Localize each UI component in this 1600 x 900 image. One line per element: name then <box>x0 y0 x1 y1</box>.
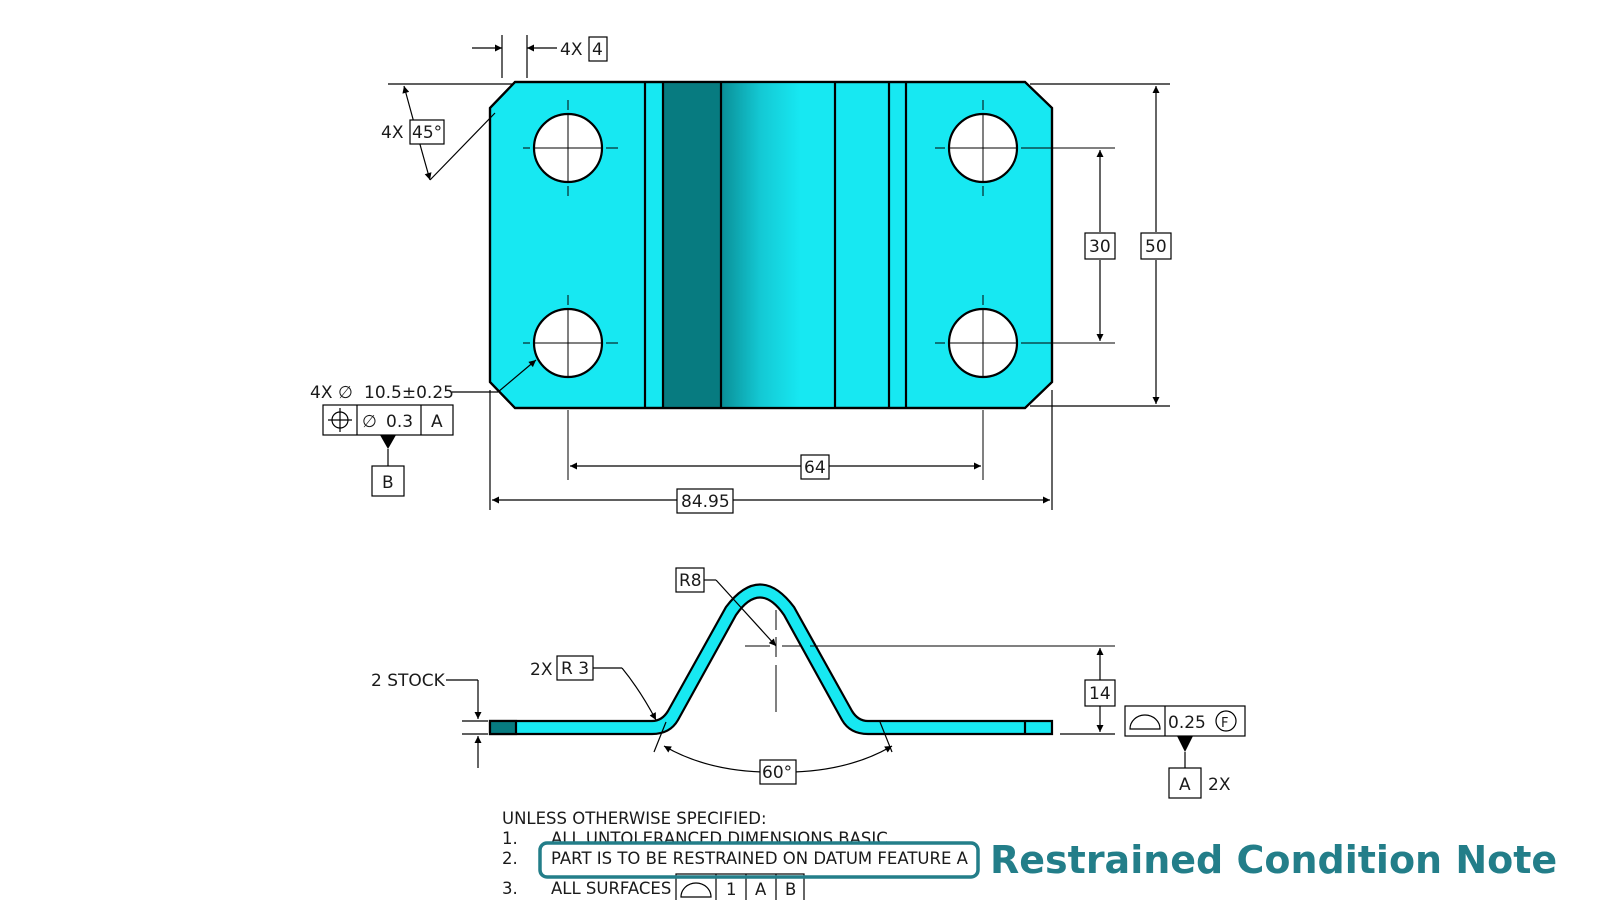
note-3-number: 3. <box>502 879 518 898</box>
note-3-tolerance: 1 <box>726 880 737 899</box>
overall-width: 84.95 <box>681 492 730 512</box>
note-2-text: PART IS TO BE RESTRAINED ON DATUM FEATUR… <box>551 849 969 868</box>
hole-callout: 4X ∅ 10.5±0.25 <box>310 359 537 403</box>
hole-callout-count: 4X <box>310 383 333 403</box>
note-1-number: 1. <box>502 829 518 848</box>
chamfer-angle-count: 4X <box>381 123 404 143</box>
overall-width-dimension: 84.95 <box>489 390 1053 514</box>
angle-dimension: 60° <box>653 721 893 785</box>
position-feature-control-frame: ∅ 0.3 A <box>322 404 454 436</box>
profile-surface-icon-note <box>680 882 712 898</box>
hole-bottom-right <box>935 295 1115 480</box>
hole-size: 10.5±0.25 <box>364 383 454 403</box>
hole-top-left <box>523 100 618 196</box>
callout-label: Restrained Condition Note <box>990 838 1557 882</box>
stock-thickness-callout: 2 STOCK <box>371 671 488 768</box>
overall-height: 50 <box>1145 237 1167 257</box>
notes: UNLESS OTHERWISE SPECIFIED: 1. ALL UNTOL… <box>502 809 980 900</box>
chamfer-size-dimension: 4X 4 <box>472 35 608 78</box>
hole-spacing-horizontal-dimension: 64 <box>570 454 981 480</box>
angle-value: 60° <box>762 763 792 783</box>
note-2-number: 2. <box>502 849 518 868</box>
stock-label: 2 STOCK <box>371 671 446 691</box>
stock-end-left <box>488 719 518 736</box>
top-radius: R8 <box>679 571 702 591</box>
profile-modifier: F <box>1221 716 1228 731</box>
chamfer-count: 4X <box>560 40 583 60</box>
chamfer-size: 4 <box>592 40 603 60</box>
position-datum: A <box>431 412 443 432</box>
height-value: 14 <box>1089 684 1111 704</box>
note-3-feature-control-frame: 1 A B <box>675 873 805 900</box>
datum-a-feature: A 2X <box>1168 736 1231 799</box>
datum-b-feature: B <box>371 435 405 497</box>
note-3-datum-b: B <box>785 880 796 899</box>
hole-diameter-symbol: ∅ <box>338 383 353 403</box>
bend-radius: R 3 <box>561 659 589 679</box>
bend-face-dark <box>663 82 721 408</box>
bent-profile <box>488 583 1054 736</box>
position-tolerance: 0.3 <box>386 412 413 432</box>
height-dimension: 14 <box>1060 648 1116 735</box>
profile-tolerance: 0.25 <box>1168 713 1206 733</box>
free-state-icon <box>1215 710 1237 732</box>
overall-height-dimension: 50 <box>1030 83 1172 407</box>
bend-face-cylinder <box>721 82 835 408</box>
bend-radius-callout: 2X R 3 <box>530 655 657 721</box>
bend-radius-count: 2X <box>530 660 553 680</box>
profile-surface-icon <box>1129 714 1161 730</box>
note-3-text: ALL SURFACES <box>551 879 671 898</box>
notes-header: UNLESS OTHERWISE SPECIFIED: <box>502 809 767 828</box>
note-3-datum-a: A <box>755 880 767 899</box>
hole-spacing-vertical: 30 <box>1089 237 1111 257</box>
datum-a-count: 2X <box>1208 775 1231 795</box>
profile-feature-control-frame: 0.25 F <box>1124 705 1246 737</box>
datum-b-label: B <box>382 473 394 493</box>
note-1-text: ALL UNTOLERANCED DIMENSIONS BASIC <box>551 829 888 848</box>
note-2-highlight <box>538 841 980 879</box>
chamfer-angle-dimension: 4X 45° <box>381 83 512 181</box>
hole-spacing-vertical-dimension: 30 <box>1084 150 1116 341</box>
top-view: 4X 4 4X 45° 30 50 <box>310 35 1172 514</box>
hole-spacing-horizontal: 64 <box>804 458 826 478</box>
position-icon <box>328 408 352 432</box>
hole-bottom-left <box>523 295 618 480</box>
datum-a-label: A <box>1179 775 1191 795</box>
chamfer-angle: 45° <box>412 123 442 143</box>
side-view: R8 2X R 3 2 STOCK 60° <box>371 567 1246 799</box>
position-diameter-symbol: ∅ <box>362 412 377 432</box>
hole-top-right <box>935 100 1115 196</box>
top-radius-callout: R8 <box>675 567 777 647</box>
